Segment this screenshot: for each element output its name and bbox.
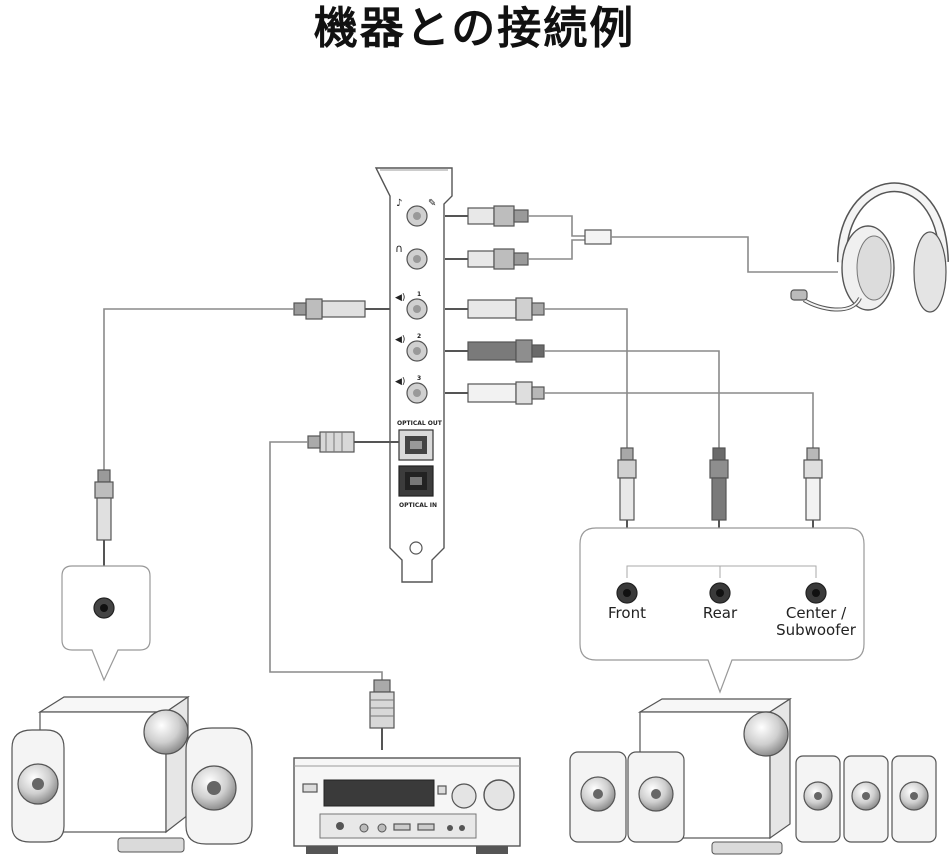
- speaker-icon: ◀): [395, 293, 405, 303]
- sound-card-bracket: ♪ ✎ ∩ ◀) 1 ◀) 2 ◀) 3 OPTICAL OUT: [374, 167, 453, 583]
- front-cable: [445, 297, 637, 548]
- port-number-2: 2: [417, 333, 421, 340]
- rear-cable: [445, 339, 729, 548]
- front-jack: [616, 582, 638, 604]
- left-speaker-input-callout: [61, 565, 151, 682]
- optical-in-port: [398, 465, 434, 497]
- speaker-controller: [711, 841, 783, 855]
- optical-cable: [269, 431, 399, 750]
- line-out-jack-3: ◀) 3: [395, 375, 428, 404]
- speaker-icon: ◀): [395, 377, 405, 387]
- port-number-3: 3: [417, 375, 421, 382]
- av-receiver: [293, 757, 521, 854]
- satellite-speaker: [627, 751, 685, 843]
- line-out-1-cable-left: [94, 298, 390, 566]
- mic-icon: ♪: [396, 198, 402, 209]
- surround-input-callout: Front Rear Center / Subwoofer: [579, 527, 865, 694]
- satellite-speaker: [795, 755, 841, 843]
- optical-out-port: [398, 429, 434, 461]
- volume-knob: [483, 779, 515, 811]
- satellite-speaker: [843, 755, 889, 843]
- satellite-speaker: [891, 755, 937, 843]
- front-label: Front: [608, 604, 646, 622]
- optical-in-label: OPTICAL IN: [399, 502, 437, 509]
- rear-label: Rear: [703, 604, 738, 622]
- rear-jack: [709, 582, 731, 604]
- cable-splitter: [584, 229, 612, 245]
- headset: [790, 182, 949, 313]
- line-out-jack-2: ◀) 2: [395, 333, 428, 362]
- microphone-icon: ✎: [428, 198, 436, 209]
- speaker-icon: ◀): [395, 335, 405, 345]
- speaker-controller: [117, 837, 185, 853]
- line-out-jack-1: ◀) 1: [395, 291, 428, 320]
- headphone-jack: ∩: [395, 242, 428, 270]
- subwoofer-label: Subwoofer: [776, 621, 857, 639]
- page-title: 機器との接続例: [313, 3, 636, 54]
- mic-jack: ♪ ✎: [396, 198, 436, 227]
- center-label: Center /: [786, 604, 847, 622]
- center-subwoofer-jack: [805, 582, 827, 604]
- port-number-1: 1: [417, 291, 421, 298]
- mounting-hole: [409, 541, 423, 555]
- receiver-knob: [451, 783, 477, 809]
- satellite-speaker: [569, 751, 627, 843]
- boom-mic: [790, 289, 808, 301]
- headset-cable: [445, 205, 838, 273]
- left-2-1-speaker-system: [11, 695, 253, 853]
- receiver-display: [323, 779, 435, 807]
- optical-out-label: OPTICAL OUT: [397, 420, 443, 427]
- surround-5-1-speaker-system: [569, 697, 937, 855]
- headphone-icon: ∩: [395, 242, 403, 255]
